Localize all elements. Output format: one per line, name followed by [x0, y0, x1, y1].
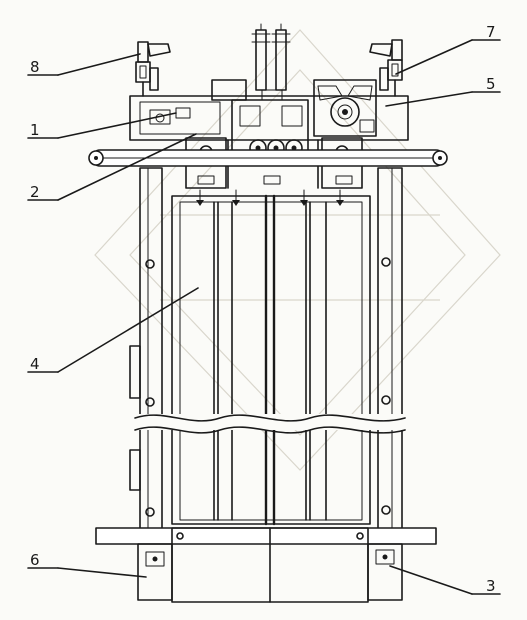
upper-platform: [129, 95, 409, 141]
foot-right: [367, 543, 403, 601]
lifting-lug-left: [135, 41, 171, 97]
door-frame: [171, 195, 371, 525]
junction-box: [211, 79, 247, 101]
callout-label-7: 7: [486, 23, 496, 41]
callout-label-4: 4: [30, 355, 40, 373]
top-drive-assembly: [88, 23, 448, 189]
callout-label-8: 8: [30, 58, 40, 76]
break-line: [134, 414, 406, 434]
lifting-lug-right: [369, 39, 403, 97]
left-post: [139, 167, 163, 531]
drive-motor: [313, 79, 377, 137]
base-assembly: [95, 527, 437, 603]
hanger-markers: [196, 189, 344, 206]
callout-label-3: 3: [486, 577, 496, 595]
callout-label-6: 6: [30, 551, 40, 569]
main-frame: [129, 167, 406, 531]
cross-rail: [88, 149, 448, 167]
watermark: [94, 29, 501, 471]
right-post: [377, 167, 403, 531]
foot-left: [137, 543, 173, 601]
center-rods: [251, 23, 291, 101]
callout-label-1: 1: [30, 121, 40, 139]
base-plate: [95, 527, 437, 545]
leader-lines: [27, 39, 501, 595]
callout-label-5: 5: [486, 75, 496, 93]
callout-label-2: 2: [30, 183, 40, 201]
